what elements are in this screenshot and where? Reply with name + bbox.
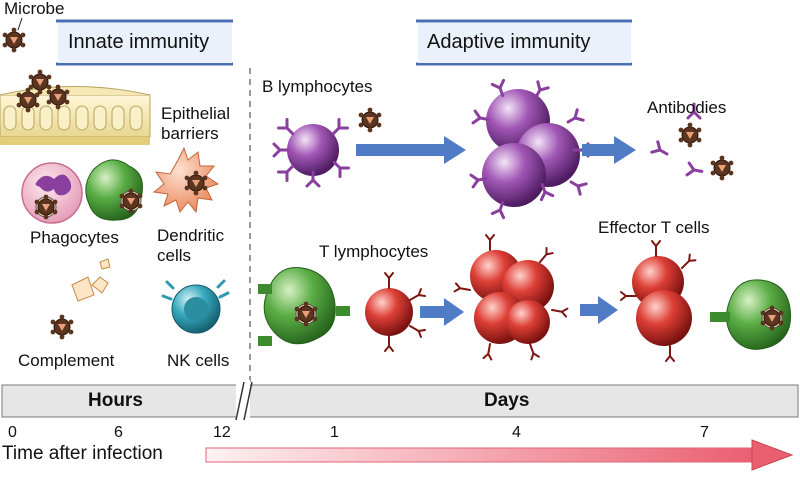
t-activation-arrow <box>420 298 464 326</box>
b-lymphocyte-icon <box>272 107 382 188</box>
macrophage-icon <box>85 159 143 221</box>
t-cell-cluster-icon <box>453 234 569 361</box>
epithelium-icon <box>0 69 151 145</box>
nk-cell-icon <box>161 279 230 334</box>
dendritic-label-line2: cells <box>157 246 192 265</box>
b-lymphocytes-label: B lymphocytes <box>262 77 373 96</box>
antibody-arrow <box>582 136 636 164</box>
dendritic-cell-icon <box>152 146 220 214</box>
neutrophil-icon <box>21 162 83 224</box>
tick-label: 0 <box>8 424 17 441</box>
tick-label: 6 <box>114 424 123 441</box>
t-lymphocytes-label: T lymphocytes <box>319 242 429 261</box>
target-cell-icon <box>710 279 792 350</box>
tick-label: 1 <box>330 424 339 441</box>
complement-label: Complement <box>18 351 115 370</box>
tick-label: 7 <box>700 424 709 441</box>
b-cell-cluster-icon <box>469 78 590 220</box>
t-lymphocyte-icon <box>365 272 426 352</box>
time-arrow <box>205 439 794 471</box>
antibodies-label: Antibodies <box>647 98 727 117</box>
adaptive-immunity-title: Adaptive immunity <box>427 31 591 53</box>
tick-label: 4 <box>512 424 521 441</box>
innate-header <box>56 19 233 66</box>
adaptive-header <box>416 19 632 66</box>
hours-label: Hours <box>88 390 143 411</box>
tick-label: 12 <box>213 424 231 441</box>
complement-icon <box>50 258 111 340</box>
effector-t-cells-icon <box>620 240 697 362</box>
effector-t-cells-label: Effector T cells <box>598 218 710 237</box>
innate-immunity-title: Innate immunity <box>68 31 210 53</box>
phagocytes-label: Phagocytes <box>30 228 119 247</box>
antigen-presenting-cell-icon <box>258 266 350 346</box>
microbe-label: Microbe <box>4 0 65 18</box>
nk-cells-label: NK cells <box>167 351 230 370</box>
epithelial-label-line1: Epithelial <box>161 104 230 123</box>
b-activation-arrow <box>356 136 466 164</box>
days-label: Days <box>484 390 530 411</box>
timeline-band <box>1 380 799 422</box>
effector-arrow <box>580 296 618 324</box>
time-axis-title: Time after infection <box>2 443 163 464</box>
epithelial-label-line2: barriers <box>161 124 219 143</box>
dendritic-label-line1: Dendritic <box>157 226 225 245</box>
microbe-icon <box>2 17 26 53</box>
